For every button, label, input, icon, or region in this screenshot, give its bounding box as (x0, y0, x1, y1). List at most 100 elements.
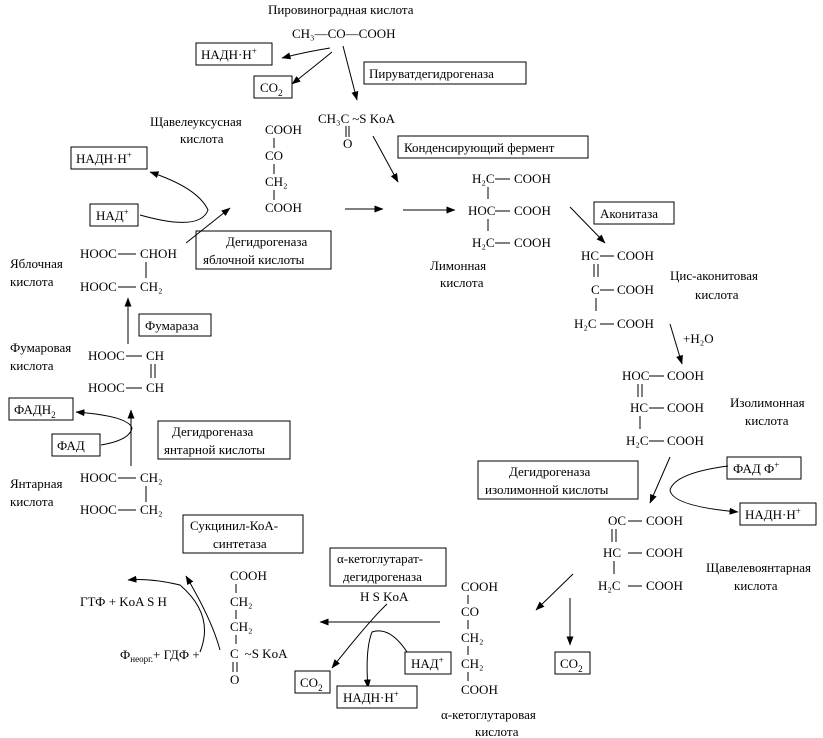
svg-text:CO2: CO2 (300, 675, 323, 693)
svg-text:HOC: HOC (468, 203, 495, 218)
svg-text:НАДН·Н+: НАДН·Н+ (201, 46, 257, 62)
svg-text:COOH: COOH (646, 578, 683, 593)
arrow-fad-fadh2 (75, 409, 133, 446)
svg-text:C~S KoA: C~S KoA (230, 646, 288, 661)
arrow-acetylcoa-citrate (372, 135, 399, 183)
svg-text:HC: HC (630, 400, 648, 415)
svg-text:HOOC: HOOC (80, 502, 117, 517)
arrow-fad-to-nadh (669, 465, 739, 515)
nadh-badge-top: НАДН·Н+ (195, 42, 273, 66)
svg-text:H₂C: H₂C (574, 316, 597, 331)
svg-text:CH: CH (146, 380, 164, 395)
svg-text:Щавелеуксусная: Щавелеуксусная (150, 114, 242, 129)
arrow-nad-nadh-bottom (363, 630, 413, 689)
enzyme-akg-dehydrogenase: α-кетоглутарат- дегидрогеназа (329, 547, 447, 587)
svg-text:CH₂: CH₂ (140, 279, 163, 294)
svg-text:Изолимонная: Изолимонная (730, 395, 805, 410)
svg-text:COOH: COOH (461, 682, 498, 697)
svg-text:O: O (343, 136, 352, 151)
svg-text:изолимонной кислоты: изолимонной кислоты (485, 482, 609, 497)
svg-text:CH₂: CH₂ (140, 502, 163, 517)
svg-text:CH₂: CH₂ (230, 619, 253, 634)
svg-text:Конденсирующий фермент: Конденсирующий фермент (404, 140, 555, 155)
isocitrate: HOC COOH HC COOH H₂C COOH Изолимонная ки… (622, 368, 805, 448)
svg-text:α-кетоглутарат-: α-кетоглутарат- (337, 551, 423, 566)
arrow-oxalosuccinate-akg (535, 573, 574, 611)
svg-text:кислота: кислота (10, 274, 54, 289)
svg-text:Сукцинил-КоА-: Сукцинил-КоА- (190, 518, 278, 533)
svg-text:HOC: HOC (622, 368, 649, 383)
svg-text:CH₂: CH₂ (140, 470, 163, 485)
svg-text:кислота: кислота (10, 358, 54, 373)
arrow-isocitrate-oxalosuccinate (649, 456, 671, 504)
svg-text:Янтарная: Янтарная (10, 476, 62, 491)
svg-text:CH: CH (146, 348, 164, 363)
svg-text:Яблочная: Яблочная (10, 256, 63, 271)
malate: HOOC CHOH HOOC CH₂ Яблочная кислота (10, 246, 177, 294)
enzyme-isocitrate-dehydrogenase: Дегидрогеназа изолимонной кислоты (477, 460, 639, 500)
water-label: +H₂O (683, 331, 714, 346)
fad-f-badge: ФАД Ф+ (726, 456, 802, 480)
svg-text:CH₂: CH₂ (230, 594, 253, 609)
arrow-gdp-gtp (127, 575, 205, 653)
svg-text:COOH: COOH (461, 579, 498, 594)
svg-text:ФАД Ф+: ФАД Ф+ (733, 460, 779, 476)
co2-badge-bottom: CO2 (294, 670, 331, 694)
svg-text:CO2: CO2 (560, 656, 583, 674)
svg-text:CH₂: CH₂ (265, 174, 288, 189)
svg-text:CO: CO (265, 148, 283, 163)
svg-text:кислота: кислота (734, 578, 778, 593)
svg-text:COOH: COOH (646, 545, 683, 560)
svg-text:Дегидрогеназа: Дегидрогеназа (226, 234, 307, 249)
svg-text:кислота: кислота (695, 287, 739, 302)
nadh-badge-right: НАДН·Н+ (739, 502, 817, 526)
svg-text:CO2: CO2 (260, 80, 283, 98)
svg-text:C: C (591, 282, 600, 297)
svg-text:α-кетоглутаровая: α-кетоглутаровая (441, 707, 536, 722)
enzyme-pyruvate-dehydrogenase: Пируватдегидрогеназа (363, 61, 527, 85)
svg-text:синтетаза: синтетаза (213, 536, 267, 551)
svg-text:HOOC: HOOC (80, 470, 117, 485)
svg-text:Фумаровая: Фумаровая (10, 340, 71, 355)
svg-text:НАДН·Н+: НАДН·Н+ (343, 689, 399, 705)
svg-text:кислота: кислота (745, 413, 789, 428)
gtp-coa-label: ГТФ + KoA S H (80, 594, 167, 609)
svg-text:HOOC: HOOC (80, 279, 117, 294)
svg-text:Фумараза: Фумараза (145, 318, 199, 333)
svg-text:Щавелевоянтарная: Щавелевоянтарная (706, 560, 811, 575)
svg-text:Лимонная: Лимонная (430, 258, 486, 273)
svg-text:COOH: COOH (617, 316, 654, 331)
arrow-citrate-cisaconitate (569, 206, 606, 244)
nad-badge-left: НАД+ (89, 203, 139, 227)
enzyme-fumarase: Фумараза (138, 313, 212, 337)
svg-text:кислота: кислота (440, 275, 484, 290)
svg-text:COOH: COOH (514, 235, 551, 250)
svg-text:кислота: кислота (180, 131, 224, 146)
svg-text:H₂C: H₂C (472, 235, 495, 250)
svg-text:ФАД: ФАД (57, 438, 85, 453)
svg-text:Цис-аконитовая: Цис-аконитовая (670, 268, 758, 283)
svg-text:Аконитаза: Аконитаза (600, 206, 658, 221)
svg-text:HC: HC (581, 248, 599, 263)
arrow-pyruvate-co2 (291, 51, 333, 85)
svg-text:янтарной кислоты: янтарной кислоты (164, 442, 265, 457)
enzyme-malate-dehydrogenase: Дегидрогеназа яблочной кислоты (195, 230, 332, 270)
svg-text:COOH: COOH (667, 433, 704, 448)
nadh-badge-left: НАДН·Н+ (70, 146, 148, 170)
oxalosuccinate: OC COOH HC COOH H₂C COOH Щавелевоянтарна… (598, 513, 811, 593)
svg-text:CHOH: CHOH (140, 246, 177, 261)
svg-text:CH₂: CH₂ (461, 656, 484, 671)
svg-text:HC: HC (603, 545, 621, 560)
svg-text:COOH: COOH (230, 568, 267, 583)
svg-text:COOH: COOH (646, 513, 683, 528)
svg-text:HOOC: HOOC (80, 246, 117, 261)
svg-text:H₂C: H₂C (626, 433, 649, 448)
svg-text:COOH: COOH (265, 122, 302, 137)
svg-text:COOH: COOH (617, 282, 654, 297)
svg-text:OC: OC (608, 513, 626, 528)
succinyl-coa: COOH CH₂ CH₂ C~S KoA O (230, 568, 288, 687)
svg-text:Дегидрогеназа: Дегидрогеназа (172, 424, 253, 439)
pyruvate: Пировиноградная кислота CH₃—CO—COOH (268, 2, 414, 41)
arrow-malate-oaa (185, 207, 231, 244)
